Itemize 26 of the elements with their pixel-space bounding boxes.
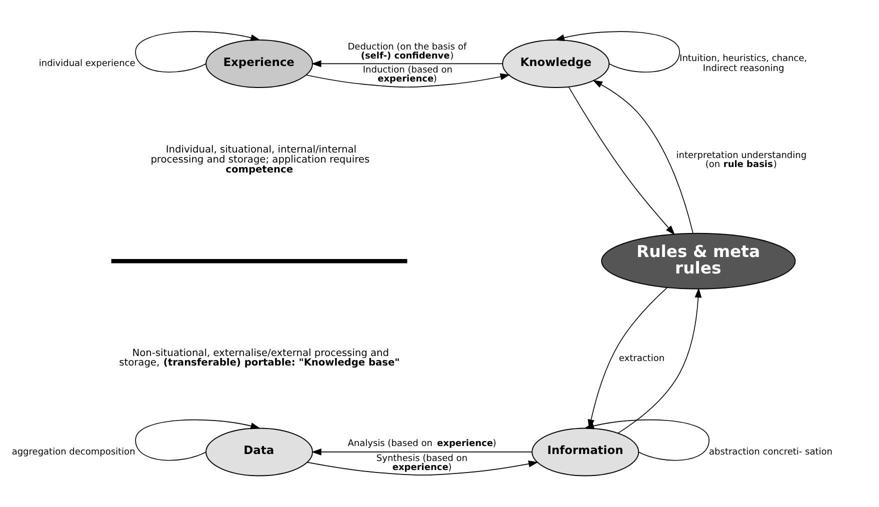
arrow	[592, 80, 694, 234]
node-ellipse: Experience	[206, 39, 313, 88]
node-ellipse: Data	[206, 428, 313, 476]
edge-label: Deduction (on the basis of (self-) confidenve)	[348, 42, 467, 62]
node-ellipse: Rules & meta rules	[601, 232, 796, 290]
arrow	[618, 288, 702, 434]
arrow	[306, 73, 510, 88]
arrow	[307, 460, 538, 476]
label: Non-situational, externalise/external processing and storage, (transferable) portable: "Knowledge base"	[119, 348, 400, 369]
arrow	[554, 31, 680, 73]
edge-label: individual experience	[38, 59, 136, 70]
node-ellipse: Information	[532, 428, 640, 476]
edge-label: abstraction concreti- sation	[709, 447, 832, 458]
arrow	[311, 60, 503, 68]
arrow	[568, 86, 676, 236]
edge-label: Induction (based on experience)	[362, 66, 452, 85]
arrow	[135, 31, 260, 73]
edge-label: aggregation decomposition	[12, 447, 136, 458]
edge-label: Synthesis (based on experience)	[376, 454, 468, 473]
edge-label: extraction	[618, 354, 665, 364]
arrow	[135, 419, 260, 461]
edge-label: Analysis (based on experience)	[348, 439, 496, 450]
edge-label: interpretation understanding (on rule basis)	[676, 150, 807, 170]
edge-label: Intuition, heuristics, chance, Indirect reasoning	[680, 54, 808, 74]
arrow	[312, 448, 532, 456]
label: Individual, situational, internal/internal processing and storage; application requires competence	[150, 144, 370, 176]
